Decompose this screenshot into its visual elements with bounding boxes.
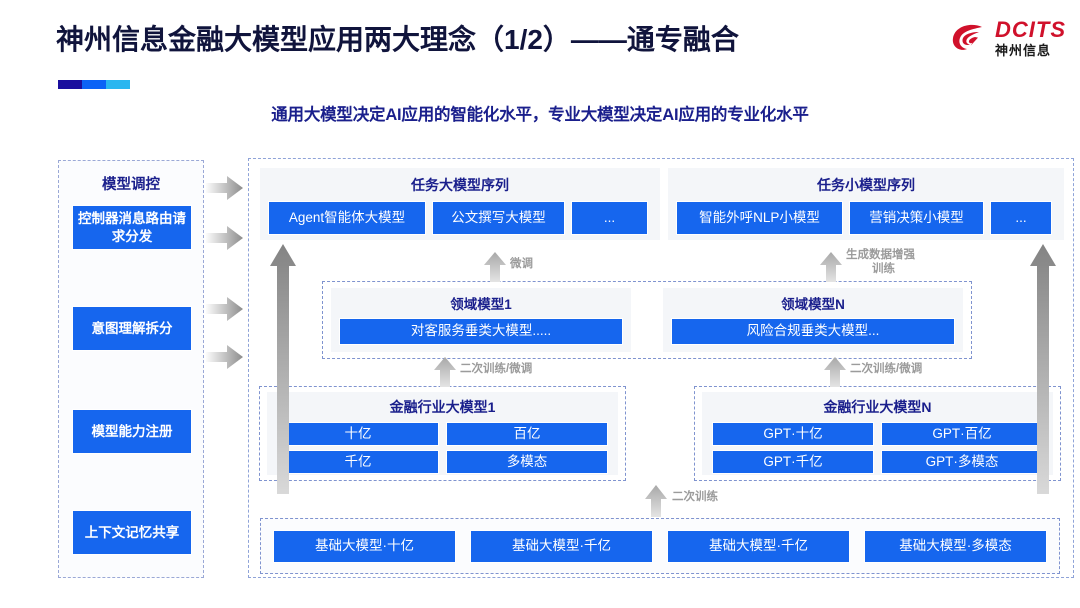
arrow-label-data-aug-line2: 训练: [872, 263, 895, 275]
industry-model-1-item-4[interactable]: 多模态: [446, 450, 608, 474]
industry-model-1-item-3[interactable]: 千亿: [277, 450, 439, 474]
control-panel: 模型调控 控制器消息路由请求分发 意图理解拆分 模型能力注册 上下文记忆共享: [58, 160, 204, 578]
logo-en-text: DCITS: [995, 17, 1066, 42]
control-item-registry[interactable]: 模型能力注册: [72, 409, 192, 454]
control-item-context[interactable]: 上下文记忆共享: [72, 510, 192, 555]
control-item-intent[interactable]: 意图理解拆分: [72, 306, 192, 351]
task-small-model-panel: 任务小模型序列 智能外呼NLP小模型 营销决策小模型 ...: [668, 168, 1064, 240]
arrow-label-finetune: 微调: [510, 258, 533, 270]
arrow-label-retrain: 二次训练: [672, 491, 718, 503]
domain-model-band: 领域模型1 对客服务垂类大模型..... 领域模型N 风险合规垂类大模型...: [322, 281, 972, 359]
flow-arrow-up-data-aug: [820, 252, 842, 282]
base-model-band: 基础大模型·十亿 基础大模型·千亿 基础大模型·千亿 基础大模型·多模态: [260, 518, 1060, 574]
base-model-item-2[interactable]: 基础大模型·千亿: [470, 530, 653, 563]
industry-model-1-inner: 金融行业大模型1 十亿 百亿 千亿 多模态: [267, 392, 618, 475]
logo-cn-text: 神州信息: [995, 43, 1052, 58]
industry-model-n-item-4[interactable]: GPT·多模态: [881, 450, 1043, 474]
flow-arrow-right-4: [205, 345, 243, 369]
task-big-model-item-more[interactable]: ...: [571, 201, 648, 235]
industry-model-1-title: 金融行业大模型1: [389, 399, 496, 415]
base-model-row: 基础大模型·十亿 基础大模型·千亿 基础大模型·千亿 基础大模型·多模态: [261, 519, 1059, 574]
dcits-logo-icon: [952, 24, 982, 50]
arrow-label-retrain-finetune-right: 二次训练/微调: [850, 363, 923, 375]
task-small-model-item-more[interactable]: ...: [990, 201, 1052, 235]
flow-arrow-right-3: [205, 297, 243, 321]
dcits-logo: DCITS 神州信息: [949, 18, 1066, 58]
accent-bar: [58, 80, 130, 89]
industry-model-1-grid: 十亿 百亿 千亿 多模态: [267, 417, 618, 480]
control-item-router[interactable]: 控制器消息路由请求分发: [72, 205, 192, 250]
task-big-model-panel: 任务大模型序列 Agent智能体大模型 公文撰写大模型 ...: [260, 168, 660, 240]
industry-model-n-item-1[interactable]: GPT·十亿: [712, 422, 874, 446]
logo-text: DCITS 神州信息: [995, 17, 1066, 58]
task-small-model-item-marketing[interactable]: 营销决策小模型: [849, 201, 984, 235]
industry-model-n-inner: 金融行业大模型N GPT·十亿 GPT·百亿 GPT·千亿 GPT·多模态: [702, 392, 1053, 475]
domain-model-n-cell: 领域模型N 风险合规垂类大模型...: [663, 288, 963, 352]
architecture-frame: [248, 158, 1074, 578]
task-big-model-item-doc[interactable]: 公文撰写大模型: [432, 201, 565, 235]
domain-model-n-title: 领域模型N: [781, 297, 845, 312]
flow-arrow-up-retrain-left: [434, 357, 456, 387]
domain-model-1-title: 领域模型1: [450, 297, 512, 312]
task-small-model-title: 任务小模型序列: [817, 177, 915, 193]
domain-model-1-item[interactable]: 对客服务垂类大模型.....: [339, 318, 623, 345]
industry-model-1-band: 金融行业大模型1 十亿 百亿 千亿 多模态: [259, 386, 626, 481]
control-panel-title: 模型调控: [102, 177, 160, 193]
arrow-label-data-aug-line1: 生成数据增强: [846, 249, 915, 261]
accent-segment-3: [106, 80, 130, 89]
arrow-label-retrain-finetune-left: 二次训练/微调: [460, 363, 533, 375]
base-model-item-4[interactable]: 基础大模型·多模态: [864, 530, 1047, 563]
page-subtitle: 通用大模型决定AI应用的智能化水平，专业大模型决定AI应用的专业化水平: [271, 106, 809, 124]
flow-arrow-right-1: [205, 176, 243, 200]
flow-arrow-up-finetune: [484, 252, 506, 282]
accent-segment-1: [58, 80, 83, 89]
industry-model-n-title: 金融行业大模型N: [823, 399, 932, 415]
accent-segment-2: [82, 80, 107, 89]
industry-model-n-item-3[interactable]: GPT·千亿: [712, 450, 874, 474]
task-big-model-title: 任务大模型序列: [411, 177, 509, 193]
industry-model-n-band: 金融行业大模型N GPT·十亿 GPT·百亿 GPT·千亿 GPT·多模态: [694, 386, 1061, 481]
flow-arrow-up-long-left: [270, 244, 296, 494]
base-model-item-1[interactable]: 基础大模型·十亿: [273, 530, 456, 563]
domain-model-1-cell: 领域模型1 对客服务垂类大模型.....: [331, 288, 631, 352]
task-small-model-row: 智能外呼NLP小模型 营销决策小模型 ...: [668, 195, 1064, 243]
industry-model-n-item-2[interactable]: GPT·百亿: [881, 422, 1043, 446]
industry-model-n-grid: GPT·十亿 GPT·百亿 GPT·千亿 GPT·多模态: [702, 417, 1053, 480]
industry-model-1-item-1[interactable]: 十亿: [277, 422, 439, 446]
base-model-item-3[interactable]: 基础大模型·千亿: [667, 530, 850, 563]
task-big-model-row: Agent智能体大模型 公文撰写大模型 ...: [260, 195, 660, 243]
task-big-model-item-agent[interactable]: Agent智能体大模型: [268, 201, 426, 235]
flow-arrow-up-long-right: [1030, 244, 1056, 494]
flow-arrow-up-retrain-center: [645, 485, 667, 517]
domain-model-n-item[interactable]: 风险合规垂类大模型...: [671, 318, 955, 345]
industry-model-1-item-2[interactable]: 百亿: [446, 422, 608, 446]
task-small-model-item-nlp[interactable]: 智能外呼NLP小模型: [676, 201, 843, 235]
page-title: 神州信息金融大模型应用两大理念（1/2）——通专融合: [56, 24, 739, 55]
flow-arrow-right-2: [205, 226, 243, 250]
flow-arrow-up-retrain-right: [824, 357, 846, 387]
